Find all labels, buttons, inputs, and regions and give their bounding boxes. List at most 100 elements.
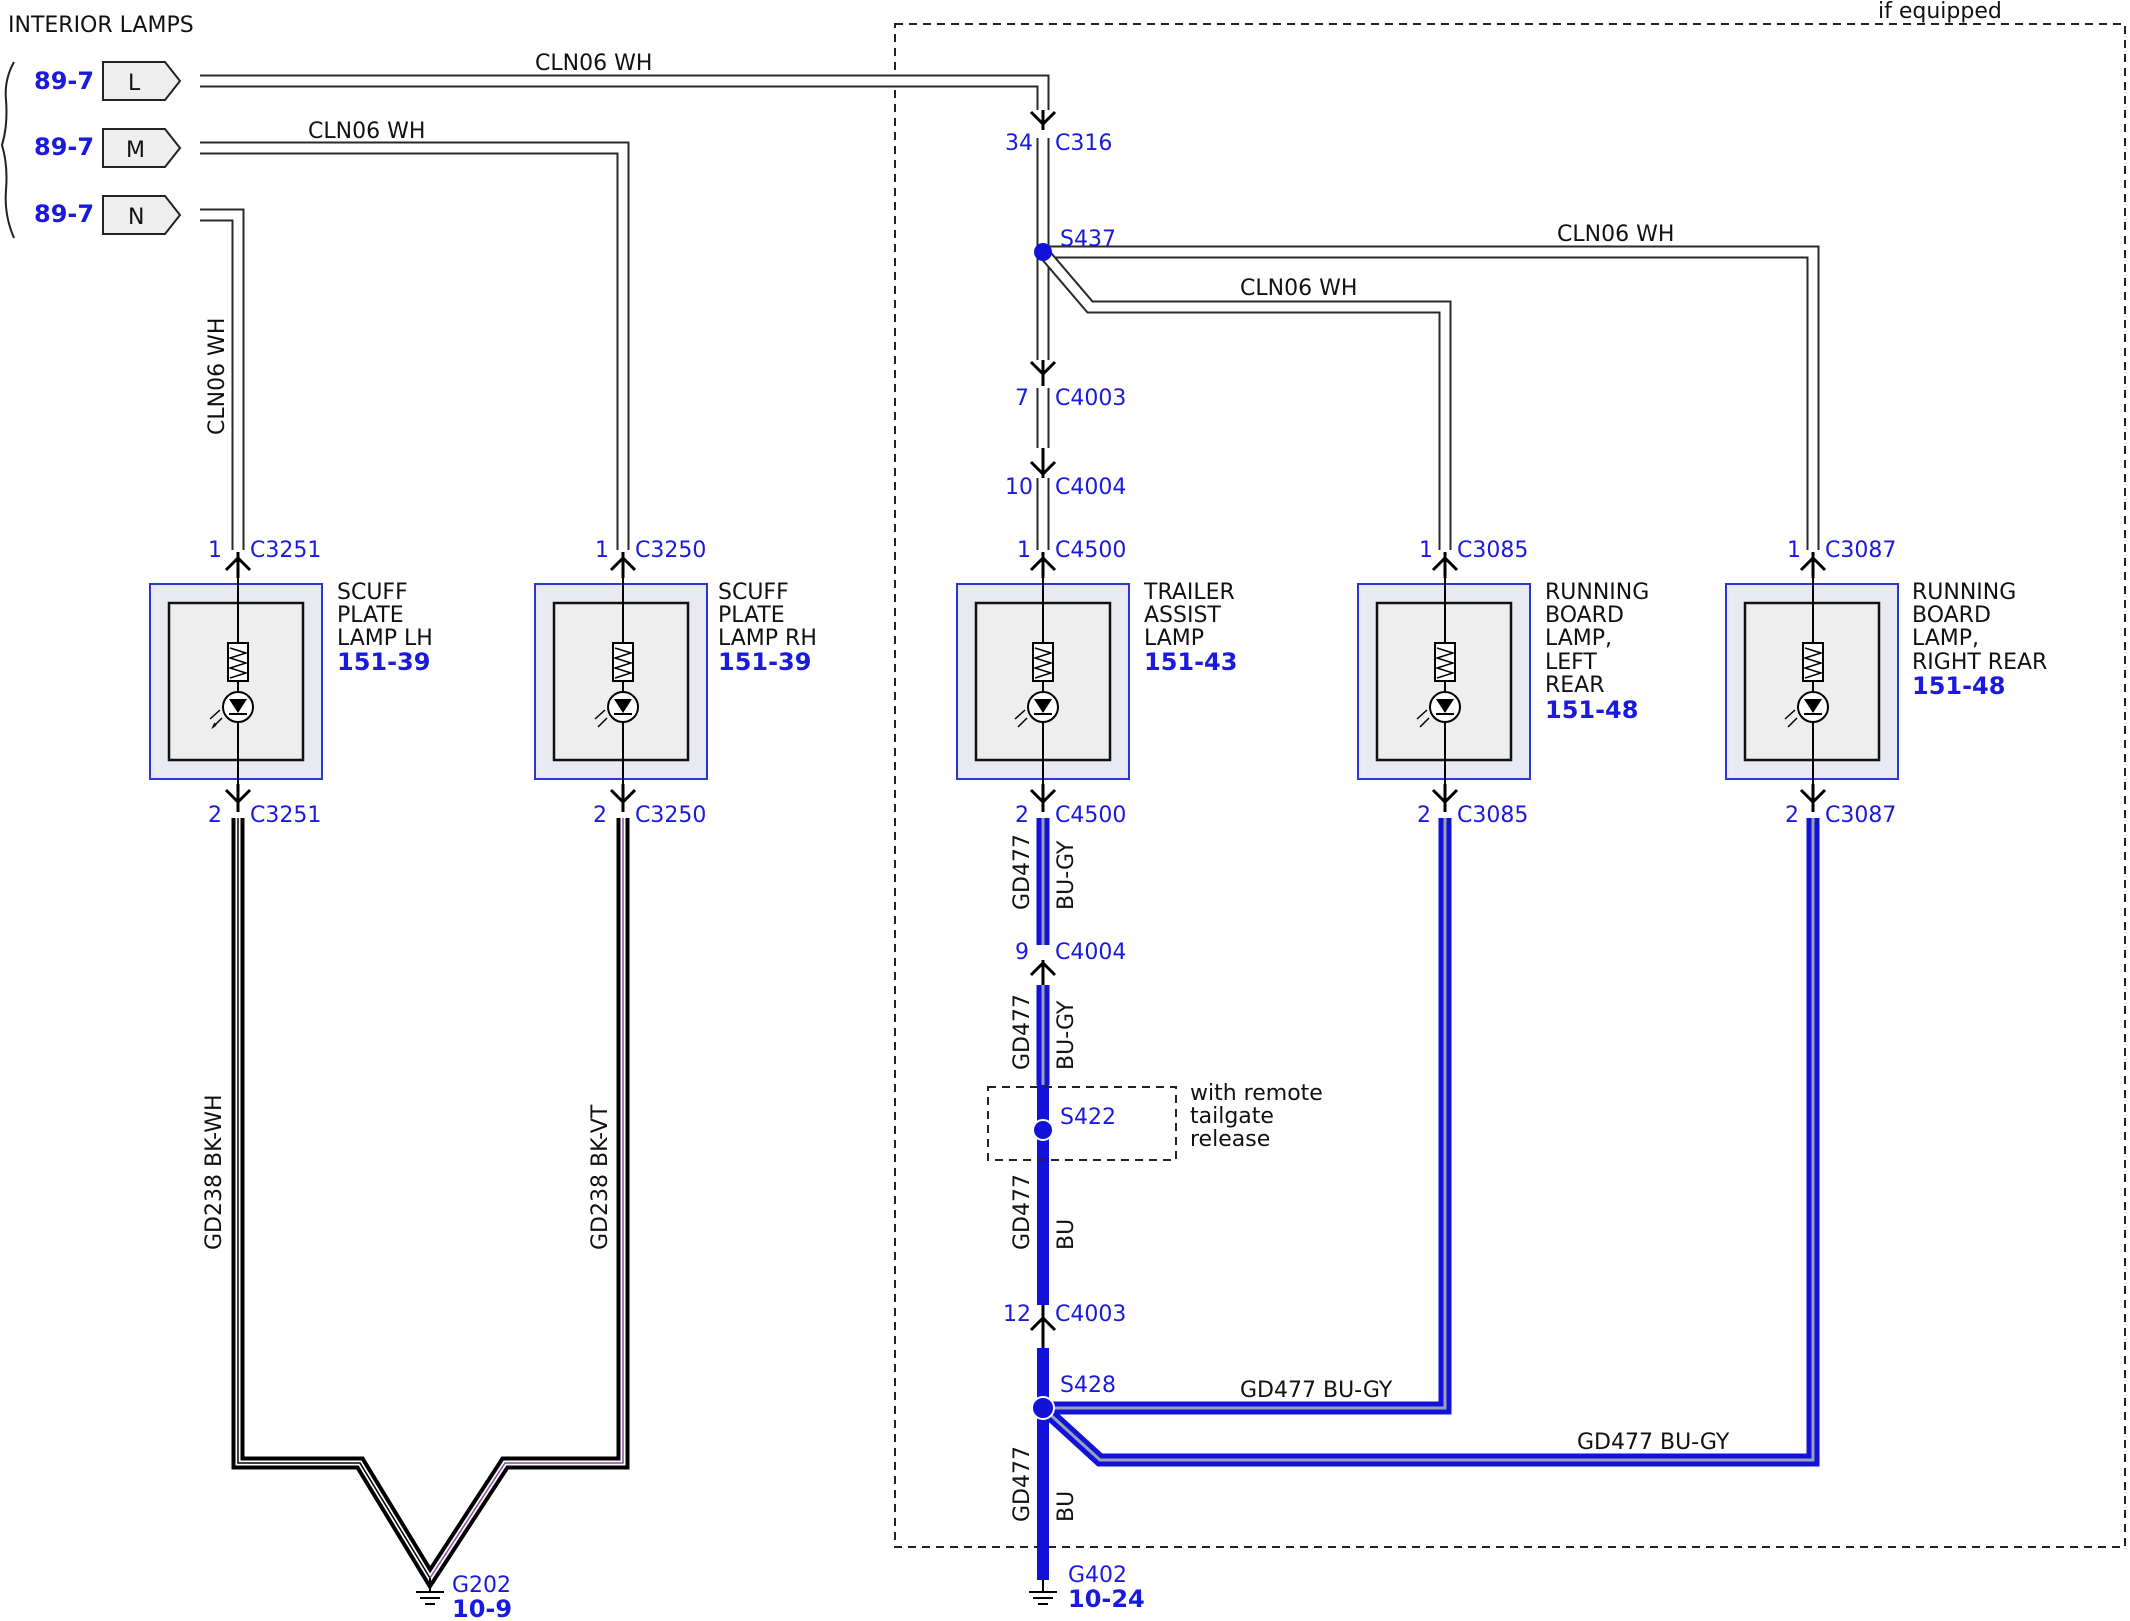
lamp-label-line: RIGHT REAR <box>1912 650 2047 675</box>
option-note-box <box>987 1086 1177 1161</box>
lamp-label-trailer: TRAILER ASSIST LAMP 151-43 <box>1143 580 1237 676</box>
wire-label-gd477-rr: GD477 BU-GY <box>1577 1430 1730 1455</box>
connector-marks <box>224 110 1827 1348</box>
reference-page: 89-7 <box>34 133 94 161</box>
lamp-label-line: LAMP <box>1144 626 1204 651</box>
connector-pin: 2 <box>1417 803 1431 828</box>
reference-L: 89-7 L <box>34 61 182 101</box>
lamp-label-line: REAR <box>1545 673 1605 698</box>
lamp-label-line: SCUFF <box>718 580 789 605</box>
ground-name: G402 <box>1068 1563 1127 1588</box>
lamp-label-line: RUNNING <box>1912 580 2016 605</box>
connector-name: C4500 <box>1055 803 1126 828</box>
connector-pin: 7 <box>1015 386 1029 411</box>
lamp-label-rh: SCUFF PLATE LAMP RH 151-39 <box>718 580 817 676</box>
connector-name: C4500 <box>1055 538 1126 563</box>
reference-N: 89-7 N <box>34 195 182 235</box>
connector-pin: 1 <box>595 538 609 563</box>
connector-name: C3085 <box>1457 803 1528 828</box>
wire-label-bugy-1: BU-GY <box>1054 840 1079 910</box>
splice-s422 <box>1032 1119 1054 1141</box>
connector-name: C4004 <box>1055 940 1126 965</box>
lamp-label-line: ASSIST <box>1144 603 1221 628</box>
ground-name: G202 <box>452 1573 511 1598</box>
connector-pin: 10 <box>1005 475 1033 500</box>
wire-label-rr: CLN06 WH <box>1557 222 1674 247</box>
lamp-label-line: LAMP, <box>1912 626 1979 651</box>
lamp-label-line: LEFT <box>1545 650 1597 675</box>
wire-gd238 <box>231 818 630 1591</box>
connector-pin: 1 <box>1787 538 1801 563</box>
connector-pin: 1 <box>1419 538 1433 563</box>
wire-label-bkvt: GD238 BK-VT <box>588 1104 613 1250</box>
splice-label: S422 <box>1060 1105 1116 1130</box>
connector-name: C3251 <box>250 803 321 828</box>
lamp-label-line: SCUFF <box>337 580 408 605</box>
connector-name: C316 <box>1055 131 1112 156</box>
note-line-3: release <box>1190 1127 1270 1152</box>
connector-name: C4003 <box>1055 1302 1126 1327</box>
lamp-symbols <box>209 578 1829 784</box>
if-equipped-region <box>894 23 2126 1548</box>
wire-gd477 <box>1036 818 1820 1580</box>
lamp-label-line: RUNNING <box>1545 580 1649 605</box>
connector-name: C3087 <box>1825 538 1896 563</box>
connector-name: C3251 <box>250 538 321 563</box>
lamp-label-line: TRAILER <box>1143 580 1235 605</box>
wire-label-bkwh: GD238 BK-WH <box>202 1094 227 1250</box>
ground-reference: 10-24 <box>1068 1585 1145 1613</box>
wire-label-gd477-lr: GD477 BU-GY <box>1240 1378 1393 1403</box>
connector-name: C3085 <box>1457 538 1528 563</box>
wire-label-mid: CLN06 WH <box>308 119 425 144</box>
connector-name: C3087 <box>1825 803 1896 828</box>
ground-g402: G402 10-24 <box>1029 1563 1145 1613</box>
lamp-label-left-rear: RUNNING BOARD LAMP, LEFT REAR 151-48 <box>1545 580 1649 724</box>
wire-label-top: CLN06 WH <box>535 51 652 76</box>
note-line-1: with remote <box>1190 1081 1323 1106</box>
lamp-scuff-plate-rh <box>534 583 708 780</box>
if-equipped-label: if equipped <box>1878 0 2002 24</box>
connector-pin: 1 <box>208 538 222 563</box>
pin-tag <box>102 128 182 168</box>
connector-name: C4004 <box>1055 475 1126 500</box>
lamp-label-line: LAMP, <box>1545 626 1612 651</box>
lamp-label-lh: SCUFF PLATE LAMP LH 151-39 <box>337 580 433 676</box>
pin-label: N <box>128 205 144 230</box>
lamp-label-line: BOARD <box>1545 603 1624 628</box>
note-line-2: tailgate <box>1190 1104 1274 1129</box>
connector-name: C3250 <box>635 538 706 563</box>
pin-label: M <box>126 138 145 163</box>
lamp-label-line: PLATE <box>718 603 785 628</box>
wire-label-bu-3: BU <box>1054 1219 1079 1250</box>
ground-g202: G202 10-9 <box>416 1573 512 1621</box>
connector-pin: 2 <box>593 803 607 828</box>
splice-s428 <box>1031 1396 1055 1420</box>
connector-name: C3250 <box>635 803 706 828</box>
reference-M: 89-7 M <box>34 128 182 168</box>
connector-pin: 2 <box>1785 803 1799 828</box>
pin-label: L <box>128 71 141 96</box>
wire-label-vertical: CLN06 WH <box>205 318 230 435</box>
reference-page: 89-7 <box>34 200 94 228</box>
connector-pin: 34 <box>1005 131 1033 156</box>
wire-label-gd477-4: GD477 <box>1010 1446 1035 1522</box>
lamp-label-line: PLATE <box>337 603 404 628</box>
connector-pin: 12 <box>1003 1302 1031 1327</box>
wire-label-bugy-2: BU-GY <box>1054 1000 1079 1070</box>
connector-pin: 2 <box>1015 803 1029 828</box>
lamp-label-line: LAMP LH <box>337 626 433 651</box>
lamp-reference: 151-43 <box>1144 648 1237 676</box>
lamp-label-line: LAMP RH <box>718 626 817 651</box>
connector-pin: 2 <box>208 803 222 828</box>
splice-s437 <box>1034 243 1052 261</box>
lamp-reference: 151-48 <box>1545 696 1638 724</box>
connector-pin: 1 <box>1017 538 1031 563</box>
lamp-label-right-rear: RUNNING BOARD LAMP, RIGHT REAR 151-48 <box>1912 580 2047 700</box>
wire-label-bu-4: BU <box>1054 1491 1079 1522</box>
wire-label-gd477-1: GD477 <box>1010 834 1035 910</box>
splice-label: S437 <box>1060 227 1116 252</box>
lamp-reference: 151-39 <box>718 648 811 676</box>
pin-tag <box>102 61 182 101</box>
connector-name: C4003 <box>1055 386 1126 411</box>
